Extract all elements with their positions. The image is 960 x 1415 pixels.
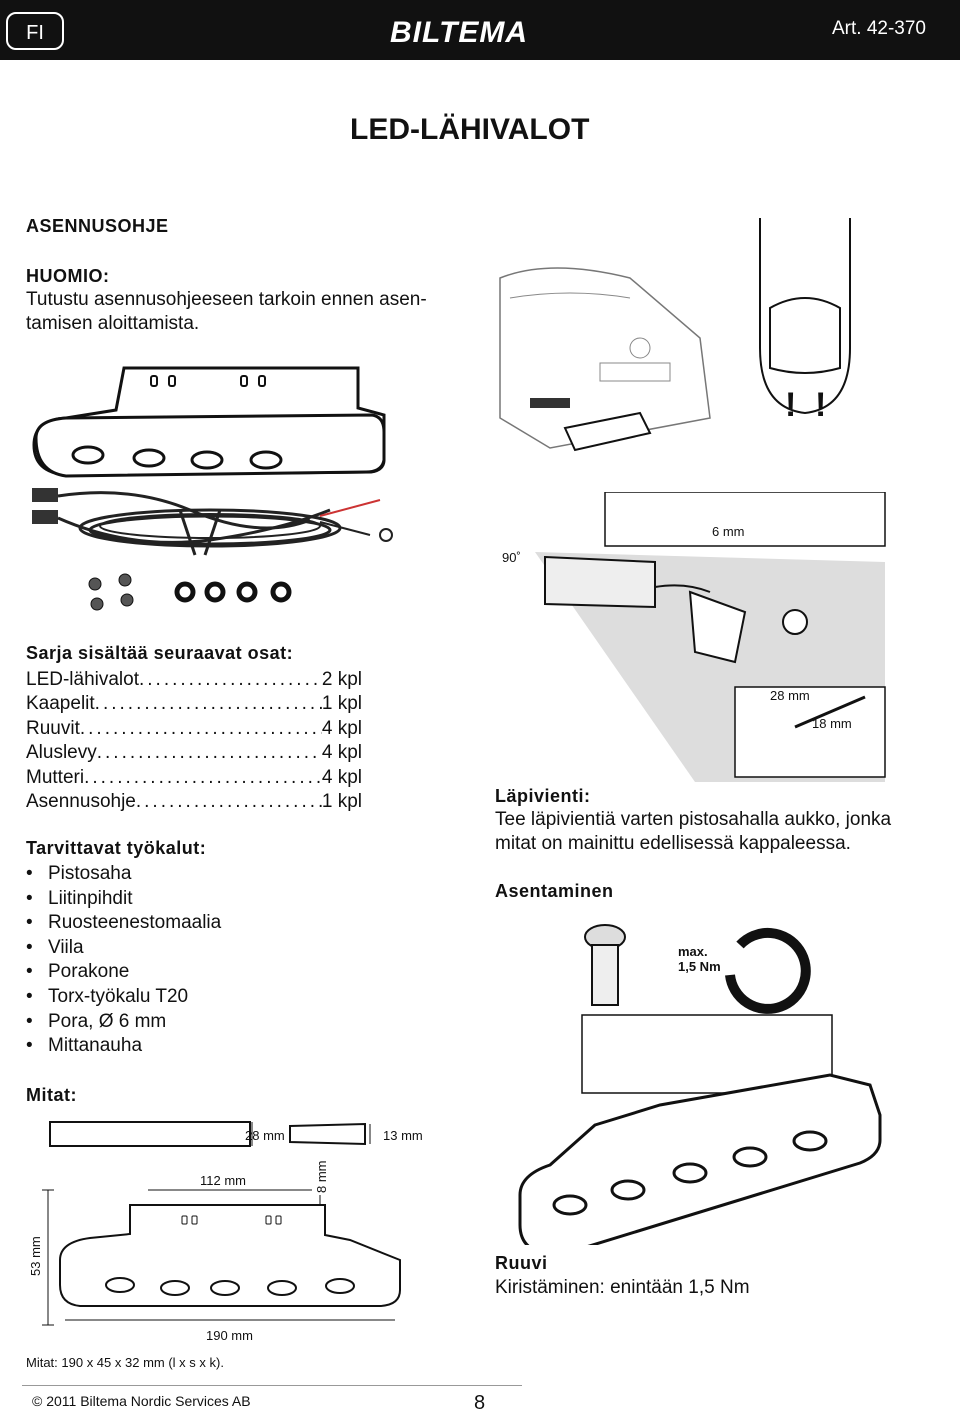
dim-total-height: 53 mm: [28, 1236, 43, 1276]
header-bar: [0, 0, 960, 60]
note-line-1: Tutustu asennusohjeeseen tarkoin ennen a…: [26, 289, 427, 310]
list-item: Torx-työkalu T20: [26, 985, 221, 1010]
mounting-heading: Asentaminen: [495, 881, 614, 901]
page-title: LED-LÄHIVALOT: [350, 113, 590, 146]
torque-badge: max. 1,5 Nm: [678, 944, 721, 974]
screw-heading: Ruuvi: [495, 1253, 548, 1273]
list-item: Asennusohje1 kpl: [26, 790, 362, 814]
list-item: Mittanauha: [26, 1034, 221, 1059]
svg-text:!: !: [815, 386, 826, 424]
hole-height-label: 18 mm: [812, 716, 852, 731]
dim-total-width: 190 mm: [206, 1328, 253, 1343]
copyright: © 2011 Biltema Nordic Services AB: [32, 1393, 251, 1409]
list-item: Liitinpihdit: [26, 887, 221, 912]
list-item: Pistosaha: [26, 862, 221, 887]
kit-list: LED-lähivalot2 kpl Kaapelit1 kpl Ruuvit4…: [26, 668, 362, 814]
list-item: Aluslevy4 kpl: [26, 741, 362, 765]
list-item: Viila: [26, 936, 221, 961]
dim-bracket-width: 112 mm: [200, 1173, 246, 1188]
passthrough-heading: Läpivienti:: [495, 786, 591, 806]
install-heading: ASENNUSOHJE: [26, 216, 169, 236]
dimensions-heading: Mitat:: [26, 1085, 77, 1105]
list-item: Ruosteenestomaalia: [26, 911, 221, 936]
passthrough-text: Tee läpivientiä varten pistosahalla aukk…: [495, 808, 891, 856]
drilling-diagram: [535, 492, 886, 782]
car-top-illustration: ! !: [759, 218, 851, 424]
cable-illustration: [32, 488, 393, 556]
kit-heading: Sarja sisältää seuraavat osat:: [26, 643, 294, 663]
angle-label: 90˚: [502, 550, 521, 565]
screws-washers-illustration: [88, 573, 292, 611]
note-line-2: tamisen aloittamista.: [26, 313, 200, 334]
hole-width-label: 28 mm: [770, 688, 810, 703]
svg-text:!: !: [785, 386, 796, 424]
list-item: Mutteri4 kpl: [26, 766, 362, 790]
passthrough-line-1: Tee läpivientiä varten pistosahalla aukk…: [495, 809, 892, 830]
screw-text: Kiristäminen: enintään 1,5 Nm: [495, 1277, 750, 1298]
note-heading: HUOMIO:: [26, 266, 110, 286]
brand-logo: BILTEMA: [390, 16, 529, 49]
led-light-illustration: [32, 366, 386, 478]
mounting-illustration: [518, 924, 882, 1245]
dim-side-height: 28 mm: [245, 1128, 285, 1143]
drill-size-label: 6 mm: [712, 524, 745, 539]
article-number: Art. 42-370: [832, 18, 926, 39]
footer-divider: [22, 1385, 522, 1386]
dimension-drawing: [42, 1121, 401, 1326]
list-item: Ruuvit4 kpl: [26, 717, 362, 741]
tools-list: Pistosaha Liitinpihdit Ruosteenestomaali…: [26, 862, 221, 1059]
list-item: Porakone: [26, 960, 221, 985]
dim-bracket-height: 8 mm: [314, 1160, 329, 1194]
page-number: 8: [474, 1392, 486, 1414]
car-front-illustration: [499, 267, 711, 452]
tools-heading: Tarvittavat työkalut:: [26, 838, 207, 858]
list-item: Pora, Ø 6 mm: [26, 1010, 221, 1035]
list-item: Kaapelit1 kpl: [26, 692, 362, 716]
dim-plug-length: 13 mm: [383, 1128, 423, 1143]
list-item: LED-lähivalot2 kpl: [26, 668, 362, 692]
note-text: Tutustu asennusohjeeseen tarkoin ennen a…: [26, 288, 427, 336]
passthrough-line-2: mitat on mainittu edellisessä kappaleess…: [495, 833, 851, 854]
dimensions-caption: Mitat: 190 x 45 x 32 mm (l x s x k).: [26, 1355, 224, 1370]
language-badge: FI: [6, 12, 64, 50]
